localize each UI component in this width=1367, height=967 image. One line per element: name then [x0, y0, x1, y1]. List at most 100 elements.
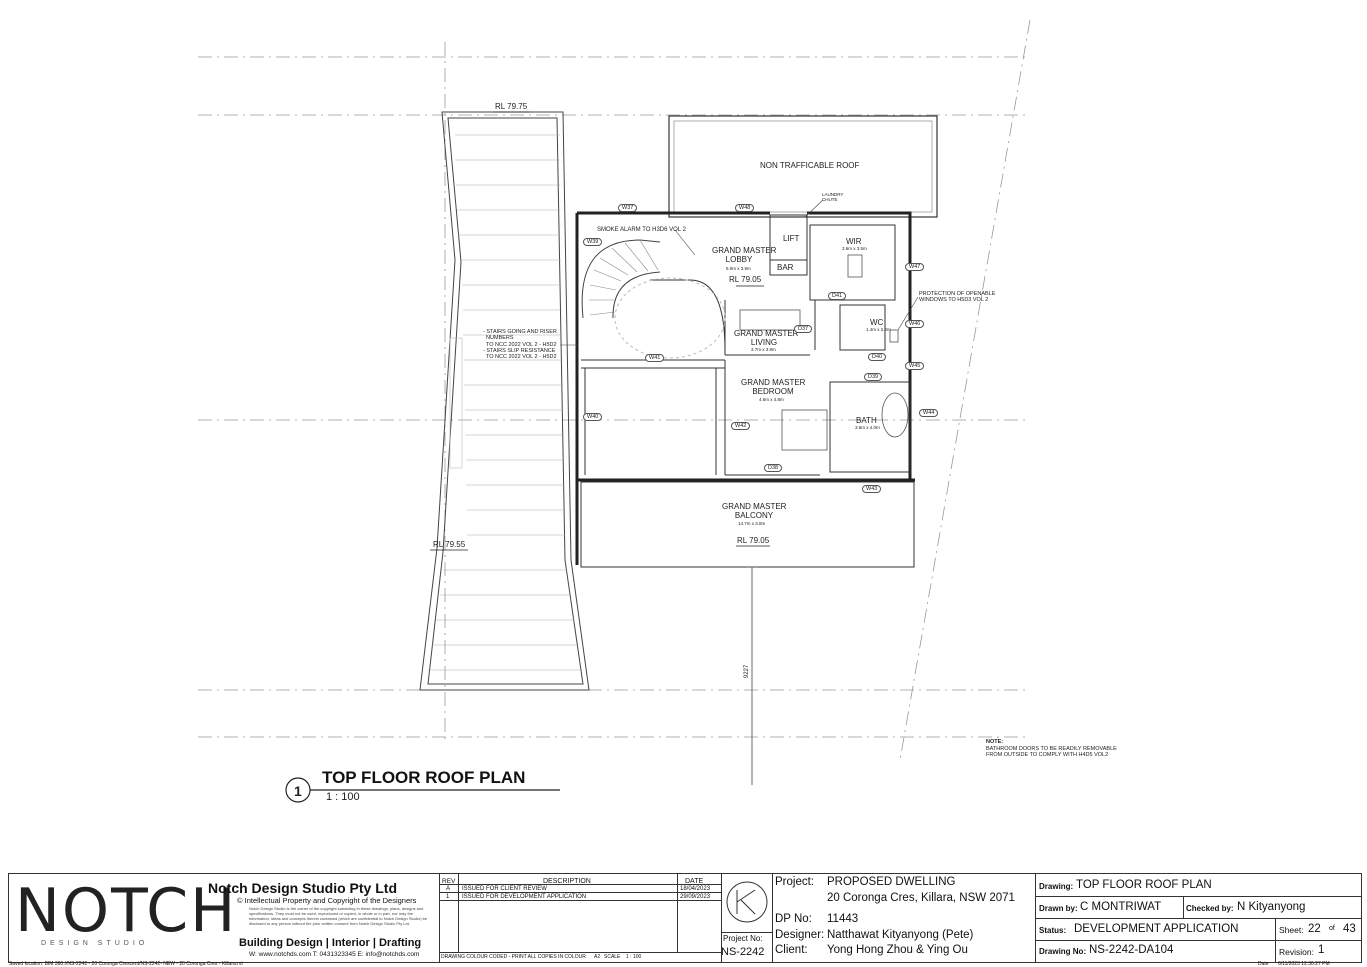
bar-label: BAR	[777, 263, 794, 272]
client-label: Client:	[775, 944, 808, 956]
print-date-label: Date	[1258, 961, 1269, 967]
project-no: NS-2242	[721, 946, 765, 958]
lift-label: LIFT	[783, 234, 800, 243]
saved-location: Saved location: BIM 360://NS-2242 - 20 C…	[9, 961, 243, 967]
stairs-note: - STAIRS GOING AND RISER NUMBERS TO NCC …	[483, 329, 557, 361]
project-value: PROPOSED DWELLING	[827, 876, 956, 888]
tag-w37: W37	[618, 204, 638, 212]
drawing-no-label: Drawing No:	[1039, 947, 1087, 956]
balcony-label: GRAND MASTER BALCONY	[722, 502, 787, 521]
rev-a: A	[446, 886, 451, 892]
drawn-by-label: Drawn by:	[1039, 904, 1078, 913]
living-size: 3.7m x 3.9m	[751, 347, 776, 352]
non-trafficable-roof-label: NON TRAFFICABLE ROOF	[760, 161, 860, 170]
checked-by-value: N Kityanyong	[1237, 901, 1306, 913]
client-value: Yong Hong Zhou & Ying Ou	[827, 944, 968, 956]
company-name: Notch Design Studio Pty Ltd	[208, 880, 397, 896]
rl-balcony-label: RL 79.05	[737, 536, 770, 545]
rl-top-label: RL 79.75	[495, 102, 528, 111]
tag-w48: W48	[735, 204, 755, 212]
tag-d40: D40	[868, 353, 887, 361]
living-label: GRAND MASTER LIVING	[734, 329, 799, 348]
note-title: NOTE:	[986, 739, 1004, 745]
protection-note: PROTECTION OF OPENABLE WINDOWS TO H5D3 V…	[919, 291, 996, 304]
bedroom-size: 4.6m x 4.8m	[759, 397, 784, 402]
bedroom-label: GRAND MASTER BEDROOM	[741, 378, 806, 397]
tag-d41: D41	[828, 292, 847, 300]
tag-w47: W47	[905, 263, 925, 271]
drawing-label: Drawing:	[1039, 882, 1074, 891]
floor-plan-drawing	[198, 19, 1031, 803]
rev-header: REV	[442, 878, 456, 885]
dimension-label: 9227	[744, 664, 751, 679]
tag-w43: W43	[862, 485, 882, 493]
scale-label: SCALE	[604, 954, 621, 960]
tag-w40: W40	[583, 413, 603, 421]
designer-label: Designer:	[775, 929, 825, 941]
colour-note: DRAWING COLOUR CODED - PRINT ALL COPIES …	[441, 954, 586, 960]
designer-value: Natthawat Kityanyong (Pete)	[827, 929, 974, 941]
dp-value: 11443	[827, 913, 859, 925]
note-body: BATHROOM DOORS TO BE READILY REMOVABLE F…	[986, 746, 1117, 759]
checked-by-label: Checked by:	[1186, 904, 1234, 913]
sheet-number: 22	[1308, 923, 1321, 935]
print-date: 6/11/2023 12:30:27 PM	[1278, 961, 1330, 967]
tag-w44: W44	[919, 409, 939, 417]
revision-label: Revision:	[1279, 947, 1314, 957]
laundry-chute-label: LAUNDRY CHUTE	[822, 192, 844, 203]
rl-lower-label: RL 79.55	[433, 540, 466, 549]
project-no-label: Project No:	[723, 934, 763, 943]
smoke-alarm-note: SMOKE ALARM TO H3D6 VOL 2	[597, 227, 686, 233]
tag-w42: W42	[731, 422, 751, 430]
tag-w45: W45	[905, 362, 925, 370]
wir-label: WIR	[846, 237, 862, 246]
wc-label: WC	[870, 318, 884, 327]
lobby-size: 6.0m x 3.9m	[726, 266, 751, 271]
project-label: Project:	[775, 876, 814, 888]
rev-1-date: 29/09/2023	[680, 894, 711, 900]
company-services: Building Design | Interior | Drafting	[239, 937, 422, 949]
description-header: DESCRIPTION	[543, 878, 591, 885]
bath-size: 3.5m x 4.0m	[855, 425, 880, 430]
studio-emblem	[726, 881, 768, 923]
drawn-by-value: C MONTRIWAT	[1080, 901, 1162, 913]
company-logo: NOTCH	[15, 876, 238, 946]
sheet-of: of	[1329, 925, 1335, 932]
tag-w46: W46	[905, 320, 925, 328]
tag-d39: D39	[864, 373, 883, 381]
drawing-value: TOP FLOOR ROOF PLAN	[1076, 879, 1212, 891]
status-value: DEVELOPMENT APPLICATION	[1074, 923, 1239, 935]
revision-value: 1	[1318, 944, 1325, 956]
copyright-fineprint: Notch Design Studio is the owner of the …	[249, 906, 428, 926]
status-label: Status:	[1039, 926, 1067, 935]
rl-lobby-label: RL 79.05	[729, 275, 762, 284]
rev-1-desc: ISSUED FOR DEVELOPMENT APPLICATION	[462, 894, 587, 900]
paper-size: A2	[594, 954, 601, 960]
address-value: 20 Coronga Cres, Killara, NSW 2071	[827, 892, 1015, 904]
lobby-label: GRAND MASTER LOBBY	[712, 246, 777, 265]
tag-w41: W41	[645, 354, 665, 362]
date-header: DATE	[685, 878, 704, 885]
wir-size: 3.6m x 3.5m	[842, 246, 867, 251]
plan-scale: 1 : 100	[326, 791, 360, 803]
tag-w39: W39	[583, 238, 603, 246]
drawing-no-value: NS-2242-DA104	[1089, 944, 1174, 956]
company-contact: W: www.notchds.com T: 0431323345 E: info…	[249, 951, 420, 958]
rev-a-desc: ISSUED FOR CLIENT REVIEW	[462, 886, 547, 892]
rev-a-date: 18/04/2023	[680, 886, 711, 892]
plan-number: 1	[294, 783, 302, 799]
scale-value: 1 : 100	[626, 954, 642, 960]
company-logo-subtitle: DESIGN STUDIO	[41, 940, 149, 947]
tag-d37: D37	[794, 325, 813, 333]
sheet-total: 43	[1343, 923, 1356, 935]
wc-size: 1.4m x 2.2m	[866, 327, 891, 332]
balcony-size: 14.7m x 3.8m	[738, 521, 766, 526]
company-copyright: © Intellectual Property and Copyright of…	[237, 896, 417, 905]
bath-label: BATH	[856, 416, 877, 425]
sheet-label: Sheet:	[1279, 925, 1304, 935]
rev-1: 1	[446, 894, 450, 900]
plan-title: TOP FLOOR ROOF PLAN	[322, 768, 526, 787]
title-block: NOTCH DESIGN STUDIO Notch Design Studio …	[8, 873, 1362, 963]
dp-label: DP No:	[775, 913, 812, 925]
